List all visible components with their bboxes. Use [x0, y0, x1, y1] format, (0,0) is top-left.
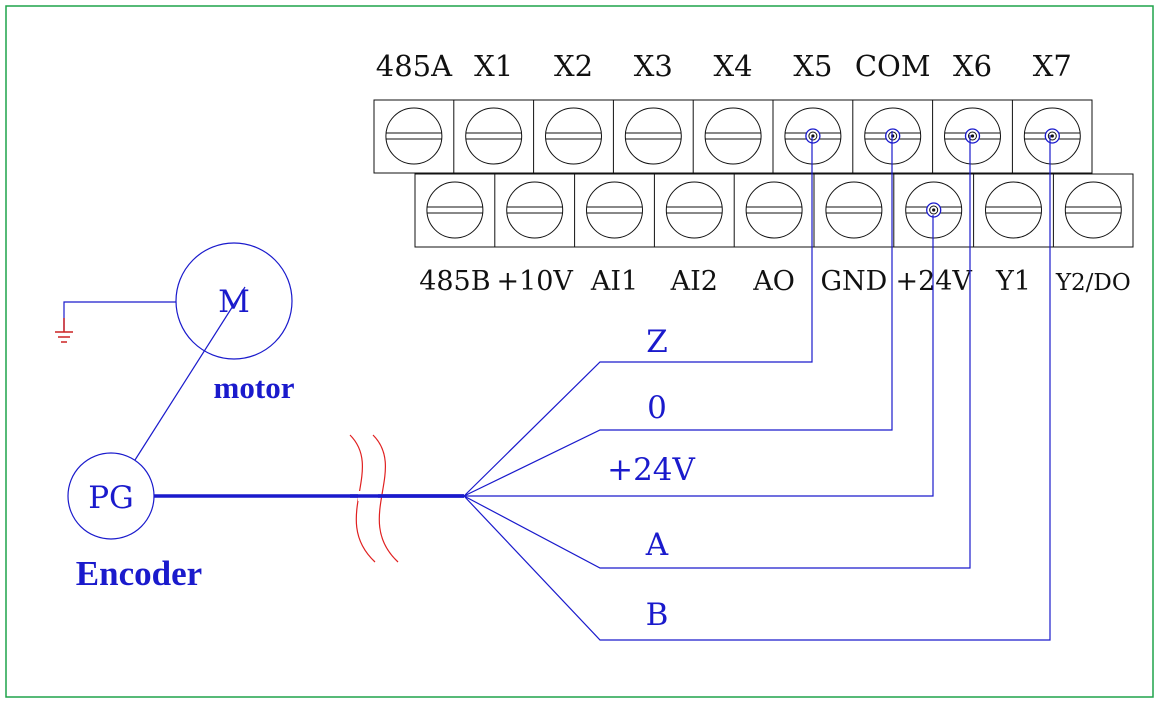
- top-terminal-labels: 485A X1 X2 X3 X4 X5 COM X6 X7: [376, 49, 1072, 83]
- wire-z: [463, 137, 813, 497]
- terminal-x3: [624, 107, 682, 165]
- terminal-x2: [545, 107, 602, 165]
- motor-circle: [175, 242, 293, 360]
- terminal-label-y2-do: Y2/DO: [1055, 270, 1131, 296]
- signal-label-z: Z: [646, 324, 668, 360]
- terminal-x1: [465, 107, 523, 165]
- wire-0: [463, 131, 893, 497]
- terminal-ai2: [665, 181, 723, 239]
- terminal-label-x3: X3: [634, 49, 673, 83]
- terminal-label-10v: +10V: [496, 266, 573, 297]
- top-terminal-row: [385, 100, 1081, 173]
- encoder-symbol: PG: [88, 480, 134, 516]
- terminal-gnd: [825, 181, 883, 239]
- terminal-label-y1: Y1: [995, 266, 1031, 297]
- terminal-485a: [385, 107, 443, 165]
- signal-label-24v: +24V: [607, 452, 695, 488]
- terminal-y2-do: [1064, 181, 1122, 239]
- terminal-label-x6: X6: [953, 49, 992, 83]
- terminal-ao: [745, 181, 803, 239]
- terminal-x4: [704, 107, 762, 165]
- bottom-terminal-row: [426, 174, 1122, 247]
- motor-symbol: M: [218, 284, 250, 320]
- signal-label-a: A: [645, 527, 669, 563]
- motor-caption: motor: [214, 370, 295, 405]
- top-terminal-strip: [373, 99, 1093, 174]
- terminal-label-x7: X7: [1033, 49, 1072, 83]
- terminal-label-485b: 485B: [419, 266, 490, 297]
- terminal-label-ai1: AI1: [590, 266, 638, 297]
- terminal-485b: [426, 181, 484, 239]
- terminal-x7: [1023, 107, 1081, 165]
- terminal-label-com: COM: [855, 49, 931, 83]
- terminal-ai1: [586, 181, 643, 239]
- ground-symbol: [55, 301, 176, 343]
- terminal-24v: [905, 181, 963, 239]
- encoder-caption: Encoder: [76, 554, 202, 593]
- terminal-label-x4: X4: [714, 49, 753, 83]
- wire-a: [463, 135, 971, 569]
- terminal-label-x2: X2: [554, 49, 593, 83]
- terminal-com: [864, 107, 922, 165]
- terminal-label-ai2: AI2: [670, 266, 718, 297]
- signal-label-b: B: [646, 597, 669, 633]
- bottom-terminal-strip: [414, 173, 1134, 248]
- terminal-label-x1: X1: [474, 49, 513, 83]
- terminal-x6: [944, 107, 1001, 165]
- terminal-y1: [985, 181, 1042, 239]
- terminal-label-24v: +24V: [895, 266, 972, 297]
- wire-24v: [464, 215, 934, 497]
- motor-shaft-link: [134, 286, 246, 461]
- terminal-label-485a: 485A: [376, 49, 453, 83]
- terminal-10v: [506, 181, 564, 239]
- terminal-x5: [784, 107, 842, 165]
- signal-wires: [463, 131, 1051, 641]
- diagram-border: [5, 5, 1154, 698]
- terminal-label-gnd: GND: [820, 266, 887, 297]
- signal-label-0: 0: [647, 390, 667, 426]
- bottom-terminal-labels: 485B+10V AI1 AI2 AO GND +24V Y1 Y2/DO: [419, 266, 1131, 297]
- terminal-label-ao: AO: [752, 266, 795, 297]
- terminal-label-x5: X5: [793, 49, 832, 83]
- wire-b: [463, 135, 1051, 641]
